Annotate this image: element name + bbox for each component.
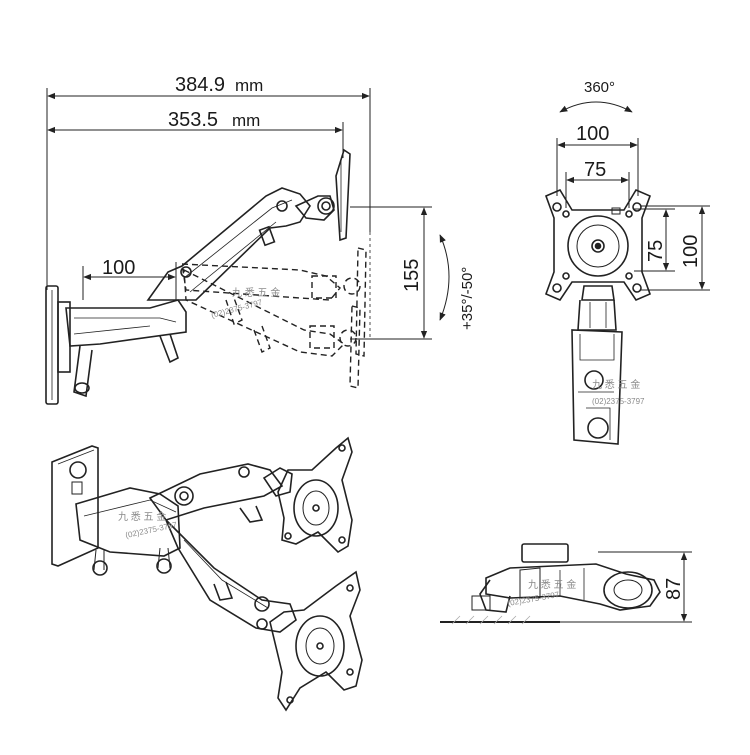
plate-width-value: 353.5 bbox=[168, 109, 218, 131]
upper-arm-perspective bbox=[148, 463, 293, 523]
vesa-inner-width: 75 bbox=[584, 159, 606, 181]
vesa-plate-perspective-top bbox=[277, 436, 353, 554]
top-view bbox=[440, 543, 692, 625]
base-arm-perspective bbox=[75, 487, 181, 576]
wall-plate-side bbox=[45, 285, 71, 405]
plate-width-unit: mm bbox=[232, 111, 260, 130]
side-view bbox=[45, 88, 450, 405]
lower-arm-perspective bbox=[165, 519, 297, 633]
vesa-outer-height: 100 bbox=[680, 235, 702, 268]
watermark-phone-3: (02)2375-3797 bbox=[125, 520, 179, 540]
vesa-inner-height: 75 bbox=[645, 240, 667, 262]
front-view bbox=[544, 101, 710, 445]
total-width-value: 384.9 bbox=[175, 74, 225, 96]
arm-offset-value: 100 bbox=[102, 257, 135, 279]
arm-profile-top bbox=[471, 543, 661, 613]
watermark-chinese-2: 九 悉 五 金 bbox=[592, 378, 640, 391]
total-width-unit: mm bbox=[235, 76, 263, 95]
vesa-plate-front bbox=[544, 188, 652, 301]
watermark-chinese-3: 九 悉 五 金 bbox=[118, 510, 166, 523]
watermark-chinese-4: 九 悉 五 金 bbox=[528, 578, 576, 591]
watermark-phone-1: (02)2375-3797 bbox=[210, 298, 264, 320]
watermark-chinese-1: 九 悉 五 金 bbox=[232, 286, 280, 299]
arm-alternate-positions bbox=[181, 247, 367, 389]
dimension-lines-front bbox=[556, 101, 710, 291]
vesa-outer-width: 100 bbox=[576, 123, 609, 145]
arm-column-front bbox=[571, 285, 623, 445]
wall-hatch bbox=[451, 615, 531, 625]
tilt-range-label: +35°/-50° bbox=[459, 267, 476, 330]
vesa-plate-upright bbox=[335, 148, 351, 242]
watermark-phone-4: (02)2375-3797 bbox=[507, 590, 561, 608]
watermark-phone-2: (02)2375-3797 bbox=[592, 397, 645, 406]
vesa-plate-perspective-bottom bbox=[269, 570, 363, 712]
gas-spring-arm-solid bbox=[146, 187, 335, 301]
profile-height-value: 87 bbox=[663, 578, 685, 600]
base-arm-side bbox=[65, 299, 187, 398]
height-travel-value: 155 bbox=[401, 259, 423, 292]
wall-plate-perspective bbox=[51, 445, 99, 567]
rotation-label: 360° bbox=[584, 79, 615, 96]
dimension-lines-side bbox=[46, 88, 450, 340]
perspective-view bbox=[51, 436, 363, 712]
